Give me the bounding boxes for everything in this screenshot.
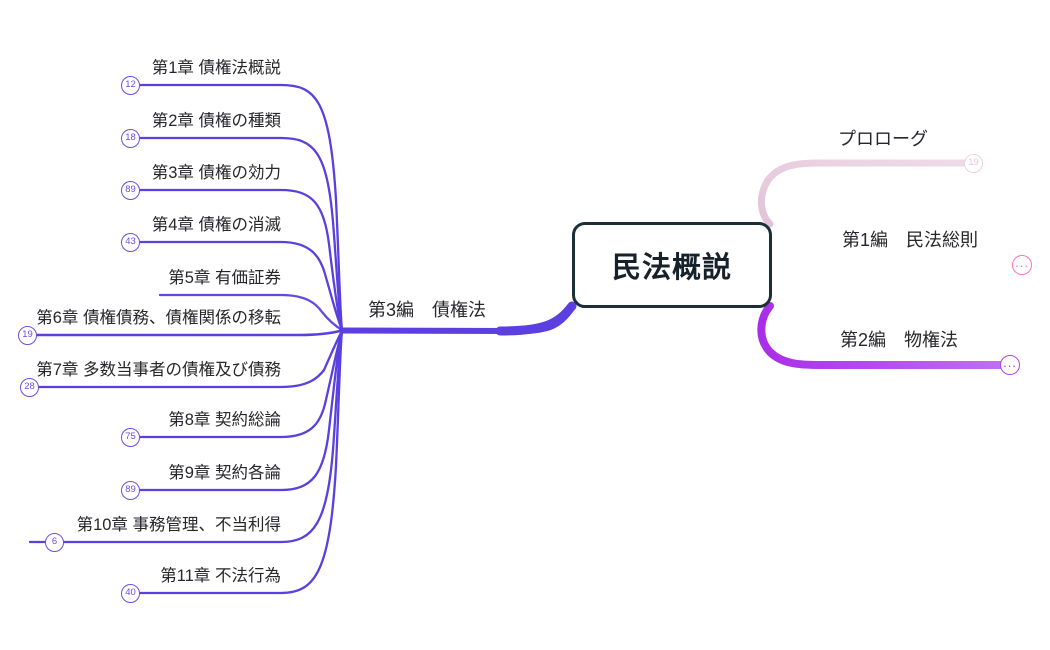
ellipsis-icon: ... [1003, 354, 1017, 370]
chapter-badge-1[interactable]: 12 [121, 75, 140, 95]
branch-label-part1[interactable]: 第1編 民法総則 [842, 230, 979, 250]
chapter-badge-4[interactable]: 43 [121, 232, 140, 252]
chapter-label-1[interactable]: 第1章 債権法概説 [151, 59, 281, 77]
branch-label-prologue[interactable]: プロローグ [838, 129, 928, 149]
branch-label-left-trunk[interactable]: 第3編 債権法 [368, 300, 487, 320]
chapter-label-2[interactable]: 第2章 債権の種類 [151, 112, 281, 130]
ellipsis-icon: ... [1015, 254, 1029, 270]
chapter-label-9[interactable]: 第9章 契約各論 [168, 464, 281, 482]
chapter-badge-11[interactable]: 40 [121, 583, 140, 603]
chapter-badge-7[interactable]: 28 [20, 377, 39, 397]
root-node[interactable]: 民法概説 [572, 222, 772, 308]
chapter-badge-9[interactable]: 89 [121, 480, 140, 500]
root-node-label: 民法概説 [611, 252, 732, 284]
chapter-badge-3[interactable]: 89 [121, 180, 140, 200]
chapter-label-5[interactable]: 第5章 有価証券 [168, 269, 281, 287]
branch-badge-part1[interactable]: ... [1012, 255, 1032, 275]
chapter-label-8[interactable]: 第8章 契約総論 [168, 411, 281, 429]
chapter-label-7[interactable]: 第7章 多数当事者の債権及び債務 [36, 361, 281, 379]
branch-badge-part2[interactable]: ... [1000, 355, 1020, 375]
chapter-label-6[interactable]: 第6章 債権債務、債権関係の移転 [36, 309, 281, 327]
branch-badge-prologue[interactable]: 19 [964, 153, 983, 173]
chapter-badge-8[interactable]: 75 [121, 427, 140, 447]
chapter-badge-10[interactable]: 6 [45, 532, 64, 552]
chapter-badge-6[interactable]: 19 [18, 325, 37, 345]
chapter-label-11[interactable]: 第11章 不法行為 [160, 567, 281, 585]
branch-label-part2[interactable]: 第2編 物権法 [840, 330, 959, 350]
chapter-label-3[interactable]: 第3章 債権の効力 [151, 164, 281, 182]
chapter-label-4[interactable]: 第4章 債権の消滅 [151, 216, 281, 234]
chapter-badge-2[interactable]: 18 [121, 128, 140, 148]
chapter-label-10[interactable]: 第10章 事務管理、不当利得 [76, 516, 281, 534]
